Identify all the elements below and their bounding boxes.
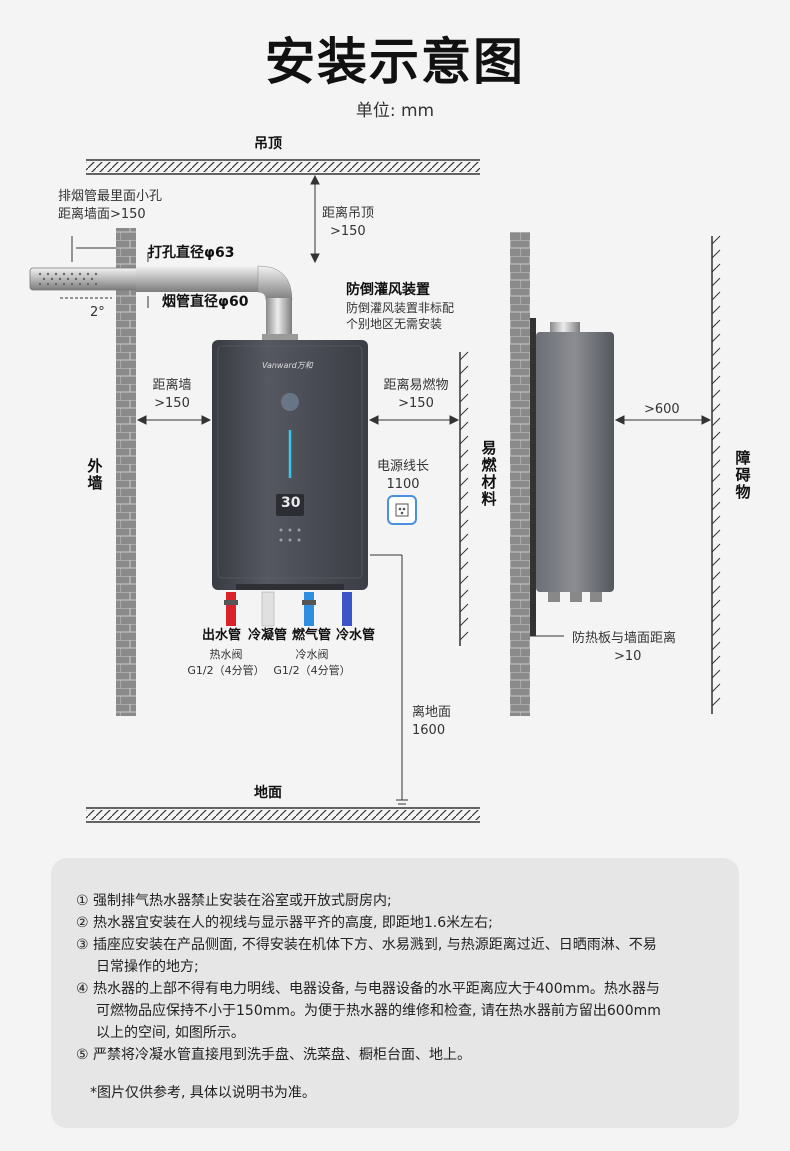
cold-valve-2: G1/2（4分管） [273,664,351,677]
pipe-condensate-label: 冷凝管 [248,628,288,643]
outer-wall [116,228,136,716]
anti-backflow-device [262,334,298,342]
ground-distance-2: 1600 [412,723,446,738]
display-temperature: 30 [281,495,301,511]
hole-diameter-label: 打孔直径φ63 [148,245,235,261]
pipe-inlet-label: 冷水管 [336,628,376,643]
power-cord-2: 1100 [386,477,420,492]
flue-hole-note-2: 距离墙面>150 [58,207,146,222]
note-5: ⑤ 严禁将冷凝水管直接甩到洗手盘、洗菜盘、橱柜台面、地上。 [76,1047,471,1063]
ground-distance-1: 离地面 [412,705,452,720]
ceiling-distance-2: >150 [330,224,366,239]
anti-backflow-note-1: 防倒灌风装置非标配 [346,301,455,315]
wall-distance-1: 距离墙 [152,378,192,393]
note-4-cont-2: 以上的空间, 如图所示。 [96,1025,245,1041]
floor-label: 地面 [254,785,282,801]
heat-shield-1: 防热板与墙面距离 [572,631,677,646]
ceiling-distance-1: 距离吊顶 [322,206,375,221]
side-wall [510,232,530,716]
anti-backflow-note-2: 个别地区无需安装 [346,317,443,331]
ceiling [86,159,480,175]
note-2: ② 热水器宜安装在人的视线与显示器平齐的高度, 即距地1.6米左右; [76,915,493,931]
pipe-gas-label: 燃气管 [292,628,332,643]
obstacle-wall [711,235,721,714]
note-3-cont: 日常操作的地方; [96,959,199,975]
obstacle-label: 障碍物 [735,449,751,501]
floor [86,807,480,823]
notes-list: ① 强制排气热水器禁止安装在浴室或开放式厨房内; ② 热水器宜安装在人的视线与显… [76,890,726,1066]
flammable-distance-1: 距离易燃物 [383,378,449,393]
cold-valve-1: 冷水阀 [295,648,329,661]
installation-diagram [29,159,721,823]
water-heater-front [212,340,368,590]
flue-hole-note-1: 排烟管最里面小孔 [58,189,163,204]
hot-valve-2: G1/2（4分管） [187,664,265,677]
dimension-lines [60,174,712,805]
slope-angle-label: 2° [90,305,105,320]
heat-shield-2: >10 [614,649,642,664]
anti-backflow-title: 防倒灌风装置 [346,282,430,298]
pipe-diameter-label: 烟管直径φ60 [162,294,249,310]
ceiling-label: 吊顶 [254,136,282,152]
flue-pipe [29,265,293,340]
brand-logo: Vanward万和 [262,361,313,370]
power-socket-icon [387,495,417,525]
note-1: ① 强制排气热水器禁止安装在浴室或开放式厨房内; [76,893,392,909]
outer-wall-label: 外墙 [87,457,103,492]
note-4-cont-1: 可燃物品应保持不小于150mm。为便于热水器的维修和检查, 请在热水器前方留出6… [96,1003,661,1019]
notes-panel [51,858,739,1128]
flammable-distance-2: >150 [398,396,434,411]
note-4: ④ 热水器的上部不得有电力明线、电器设备, 与电器设备的水平距离应大于400mm… [76,981,660,997]
flammable-wall [459,351,469,646]
water-heater-side [530,318,614,636]
hot-valve-1: 热水阀 [209,648,243,661]
wall-distance-2: >150 [154,396,190,411]
footnote: *图片仅供参考, 具体以说明书为准。 [90,1085,316,1101]
power-cord-1: 电源线长 [376,459,429,474]
flammable-label: 易燃材料 [481,439,497,508]
pipe-outlet-label: 出水管 [202,628,242,643]
page-title: 安装示意图 [265,33,525,91]
note-3: ③ 插座应安装在产品侧面, 不得安装在机体下方、水易溅到, 与热源距离过近、日晒… [76,937,657,953]
unit-label: 单位: mm [355,101,435,121]
connection-pipes [224,591,352,627]
front-space-label: >600 [644,402,680,417]
